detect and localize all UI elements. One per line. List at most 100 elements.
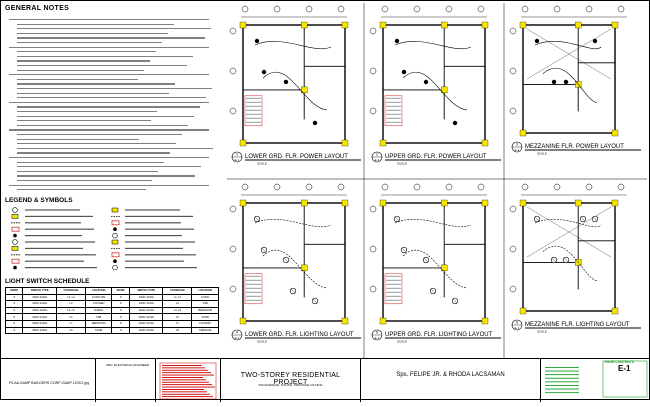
note-text-line bbox=[17, 32, 168, 34]
light-fixture-mark bbox=[290, 288, 296, 294]
void-cross bbox=[526, 206, 612, 258]
note-text-line bbox=[17, 120, 151, 122]
legend-description-line bbox=[125, 209, 180, 211]
schedule-cell: 1WAY-1GNG bbox=[22, 313, 58, 321]
schedule-cell: LIVING bbox=[191, 293, 219, 302]
legend-description-line bbox=[125, 241, 195, 243]
sheet-index-line bbox=[545, 388, 579, 390]
grid-bubble bbox=[521, 5, 529, 13]
column-marker bbox=[611, 307, 619, 315]
schedule-cell: BEDROOM bbox=[84, 319, 113, 328]
legend-description-line bbox=[125, 215, 193, 217]
schedule-header-cell: MARK bbox=[4, 287, 24, 295]
stamp-text-line bbox=[162, 369, 208, 371]
grid-bubble bbox=[617, 183, 625, 191]
schedule-cell: 1WAY-1GNG bbox=[22, 319, 58, 328]
note-text-line bbox=[17, 111, 157, 113]
power-outlet bbox=[423, 79, 429, 85]
schedule-cell: 1WAY-1GNG bbox=[128, 319, 164, 328]
light-fixture-mark bbox=[283, 257, 289, 263]
plan-scale: SCALE bbox=[537, 152, 547, 156]
owner-cell bbox=[361, 359, 541, 402]
note-text-line bbox=[17, 143, 176, 145]
power-outlet bbox=[312, 120, 318, 126]
stamp-text-line bbox=[162, 367, 205, 369]
plan-scale: SCALE bbox=[397, 340, 407, 344]
power-outlet bbox=[551, 79, 557, 85]
column-marker bbox=[301, 199, 308, 207]
schedule-title: LIGHT SWITCH SCHEDULE bbox=[5, 278, 90, 285]
legend-symbol bbox=[12, 207, 18, 213]
light-fixture-mark bbox=[401, 247, 407, 253]
grid-bubble bbox=[521, 183, 529, 191]
schedule-cell: KITCHEN bbox=[84, 300, 113, 308]
stamp-text-line bbox=[162, 372, 211, 374]
column-marker bbox=[341, 139, 349, 147]
schedule-cell: S bbox=[111, 306, 130, 315]
column-marker bbox=[481, 21, 489, 29]
plan-number: 4 bbox=[236, 331, 238, 335]
legend-symbol bbox=[12, 239, 18, 245]
stamp-text-line bbox=[162, 391, 207, 393]
grid-bubble bbox=[229, 27, 237, 35]
power-outlet bbox=[401, 69, 407, 75]
grid-bubble bbox=[369, 205, 377, 213]
plan-scale: SCALE bbox=[257, 340, 267, 344]
stair-outline bbox=[244, 95, 263, 127]
note-text-line bbox=[17, 65, 187, 67]
legend-symbol bbox=[111, 252, 120, 258]
plan-sheet-ref: E-1 bbox=[235, 158, 240, 162]
light-fixture-mark bbox=[254, 216, 260, 222]
schedule-cell: S bbox=[4, 293, 24, 302]
schedule-cell: L3 bbox=[56, 300, 86, 308]
plan-title: UPPER GRD. FLR. LIGHTING LAYOUT bbox=[385, 332, 493, 338]
note-text-line bbox=[9, 101, 209, 103]
schedule-cell: S bbox=[4, 300, 24, 308]
stair-outline bbox=[384, 95, 403, 127]
note-text-line bbox=[17, 189, 146, 191]
legend-description-line bbox=[25, 228, 94, 230]
legend-description-line bbox=[125, 254, 196, 256]
plan-scale: SCALE bbox=[397, 162, 407, 166]
sheet-index-line bbox=[545, 377, 579, 379]
grid-bubble bbox=[337, 5, 345, 13]
grid-bubble bbox=[585, 5, 593, 13]
note-text-line bbox=[17, 138, 139, 140]
grid-bubble bbox=[445, 5, 453, 13]
grid-bubble bbox=[229, 67, 237, 75]
plan-title: LOWER GRD. FLR. LIGHTING LAYOUT bbox=[245, 332, 354, 338]
note-text-line bbox=[17, 78, 138, 80]
plan-title: UPPER GRD. FLR. POWER LAYOUT bbox=[385, 154, 487, 160]
legend-symbol bbox=[11, 226, 20, 232]
plan-sheet-ref: E-1 bbox=[375, 158, 380, 162]
project-cell bbox=[221, 359, 361, 402]
column-marker bbox=[341, 199, 349, 207]
red-stamp-text bbox=[159, 362, 217, 400]
grid-bubble bbox=[305, 5, 313, 13]
schedule-cell: STAIR bbox=[191, 313, 219, 321]
column-marker bbox=[341, 317, 349, 325]
stamp-text-line bbox=[162, 389, 204, 390]
schedule-cell: L6 bbox=[56, 313, 86, 321]
legend-symbols: LEGEND & SYMBOLS bbox=[5, 197, 223, 277]
grid-bubble bbox=[305, 183, 313, 191]
grid-bubble bbox=[229, 245, 237, 253]
schedule-cell: L6 bbox=[162, 313, 193, 321]
column-marker bbox=[441, 199, 448, 207]
column-marker bbox=[481, 139, 489, 147]
column-marker bbox=[301, 264, 308, 272]
note-text-line bbox=[17, 147, 213, 149]
grid-bubble bbox=[273, 5, 281, 13]
legend-description-line bbox=[125, 222, 181, 224]
light-fixture-mark bbox=[580, 216, 586, 222]
legend-description-line bbox=[25, 241, 95, 243]
plan-scale: SCALE bbox=[257, 162, 267, 166]
schedule-header-cell: COVERAGE bbox=[162, 287, 193, 295]
circuit-run bbox=[394, 219, 472, 289]
note-text-line bbox=[17, 23, 174, 25]
note-text-line bbox=[17, 175, 195, 177]
